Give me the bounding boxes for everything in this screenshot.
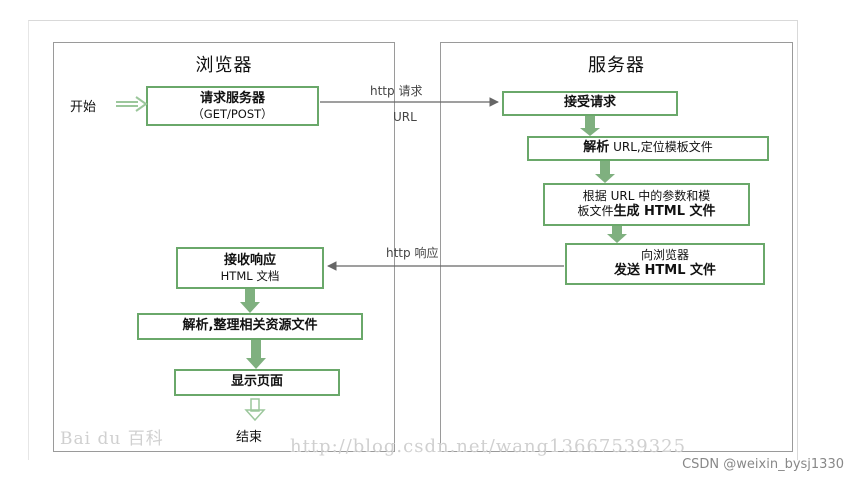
server-title: 服务器 [588, 55, 645, 76]
accept-request-label: 接受请求 [563, 95, 616, 111]
request-server-title: 请求服务器 [199, 90, 265, 106]
url-watermark: http://blog.csdn.net/wang13667539325 [290, 436, 687, 457]
generate-html-box: 根据 URL 中的参数和模 板文件生成 HTML 文件 [543, 183, 750, 226]
http-response-label: http 响应 [386, 246, 439, 260]
receive-response-title: 接收响应 [223, 252, 276, 268]
receive-response-doc: HTML 文档 [220, 268, 280, 283]
generate-html-line2-bold: 生成 HTML 文件 [613, 203, 716, 219]
request-method: （GET/POST） [192, 106, 273, 121]
browser-title: 浏览器 [195, 55, 253, 76]
baidu-watermark: Bai du 百科 [60, 429, 164, 449]
send-html-line1: 向浏览器 [640, 248, 689, 263]
request-server-box: 请求服务器 （GET/POST） [146, 86, 319, 126]
generate-html-line2: 板文件生成 HTML 文件 [577, 204, 715, 220]
parse-url-box: 解析 URL,定位模板文件 [527, 136, 769, 161]
parse-url-rest: URL,定位模板文件 [609, 140, 713, 155]
accept-request-box: 接受请求 [502, 91, 678, 116]
display-page-box: 显示页面 [174, 369, 340, 396]
parse-resources-box: 解析,整理相关资源文件 [137, 313, 363, 340]
send-html-box: 向浏览器 发送 HTML 文件 [565, 243, 765, 285]
csdn-credit: CSDN @weixin_bysj1330 [682, 457, 844, 472]
parse-url-bold: 解析 [583, 140, 610, 156]
end-label: 结束 [236, 430, 263, 445]
send-html-line2: 发送 HTML 文件 [613, 263, 717, 279]
start-label: 开始 [70, 100, 97, 115]
http-request-label: http 请求 [370, 84, 423, 98]
url-label: URL [393, 110, 417, 124]
outer-frame [28, 20, 798, 460]
generate-html-line2-normal: 板文件 [577, 203, 614, 218]
display-page-label: 显示页面 [230, 374, 283, 390]
receive-response-box: 接收响应 HTML 文档 [176, 247, 324, 289]
parse-resources-label: 解析,整理相关资源文件 [182, 318, 318, 334]
parse-url-label: 解析 URL,定位模板文件 [583, 140, 712, 156]
generate-html-line1: 根据 URL 中的参数和模 [582, 188, 711, 203]
